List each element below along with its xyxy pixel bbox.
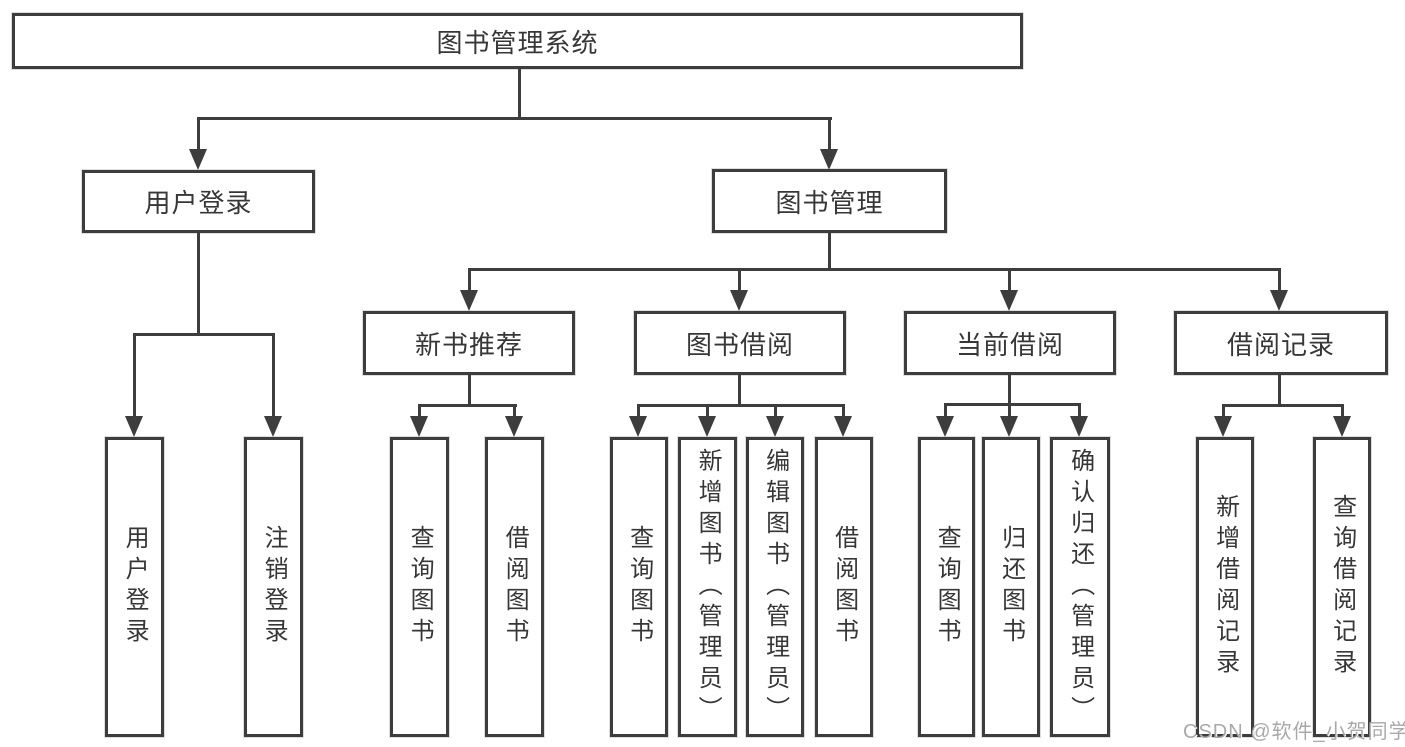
leaf-query-borrow-record: 查询借阅记录 <box>1313 437 1371 737</box>
connector-line <box>197 233 200 335</box>
leaf-label: 查询图书 <box>933 525 961 649</box>
leaf-label: 查询图书 <box>406 525 434 649</box>
connector-line <box>513 404 516 420</box>
arrow-down-icon <box>698 416 716 437</box>
leaf-label: 注销登录 <box>260 525 288 649</box>
arrow-down-icon <box>730 290 748 311</box>
leaf-borrow-books-recommend: 借阅图书 <box>485 437 544 737</box>
leaf-query-books-current: 查询图书 <box>918 437 975 737</box>
node-book-management: 图书管理 <box>712 169 947 233</box>
node-label: 借阅记录 <box>1226 329 1335 360</box>
connector-line <box>1078 403 1081 420</box>
connector-line <box>133 333 275 336</box>
node-user-login: 用户登录 <box>82 170 315 233</box>
connector-line <box>706 404 709 420</box>
leaf-confirm-return-admin: 确认归还（管理员） <box>1050 437 1110 737</box>
connector-line <box>738 375 741 407</box>
arrow-down-icon <box>1270 290 1288 311</box>
leaf-label: 编辑图书（管理员） <box>761 447 789 727</box>
connector-line <box>774 404 777 420</box>
node-current-borrowing: 当前借阅 <box>904 311 1116 375</box>
connector-line <box>1341 404 1344 420</box>
node-label: 图书管理 <box>775 187 884 218</box>
connector-line <box>944 403 1081 406</box>
arrow-down-icon <box>936 416 954 437</box>
connector-line <box>944 403 947 420</box>
connector-line <box>468 268 471 294</box>
arrow-down-icon <box>125 416 143 437</box>
connector-line <box>1278 375 1281 407</box>
node-label: 新书推荐 <box>414 329 523 360</box>
connector-line <box>272 333 275 421</box>
arrow-down-icon <box>460 290 478 311</box>
connector-line <box>1222 404 1344 407</box>
node-label: 图书管理系统 <box>436 27 599 58</box>
leaf-edit-books-admin: 编辑图书（管理员） <box>746 437 804 737</box>
leaf-label: 用户登录 <box>121 525 149 649</box>
connector-line <box>468 268 1281 271</box>
connector-line <box>828 117 831 154</box>
connector-line <box>418 404 421 420</box>
connector-line <box>468 375 471 407</box>
connector-line <box>738 268 741 294</box>
leaf-label: 查询图书 <box>625 525 653 649</box>
connector-line <box>828 233 831 271</box>
leaf-label: 新增借阅记录 <box>1211 494 1239 680</box>
arrow-down-icon <box>410 416 428 437</box>
arrow-down-icon <box>834 416 852 437</box>
leaf-label: 归还图书 <box>997 525 1025 649</box>
arrow-down-icon <box>1333 416 1351 437</box>
arrow-down-icon <box>820 149 838 170</box>
connector-line <box>518 69 521 119</box>
arrow-down-icon <box>1000 416 1018 437</box>
leaf-query-books-borrowing: 查询图书 <box>610 437 668 737</box>
csdn-watermark: CSDN @软件_小贺同学 <box>1183 721 1405 743</box>
leaf-query-books-recommend: 查询图书 <box>390 437 449 737</box>
node-new-book-recommendation: 新书推荐 <box>363 311 575 375</box>
connector-line <box>418 404 517 407</box>
arrow-down-icon <box>1214 416 1232 437</box>
leaf-return-books: 归还图书 <box>982 437 1040 737</box>
node-library-management-system: 图书管理系统 <box>12 13 1023 69</box>
leaf-add-books-admin: 新增图书（管理员） <box>678 437 737 737</box>
connector-line <box>842 404 845 420</box>
leaf-logout-login: 注销登录 <box>244 437 303 737</box>
leaf-add-borrow-record: 新增借阅记录 <box>1196 437 1254 737</box>
connector-line <box>133 333 136 421</box>
leaf-user-login: 用户登录 <box>105 437 164 737</box>
arrow-down-icon <box>766 416 784 437</box>
node-borrowing-records: 借阅记录 <box>1174 311 1388 375</box>
arrow-down-icon <box>505 416 523 437</box>
node-label: 图书借阅 <box>685 329 794 360</box>
node-book-borrowing: 图书借阅 <box>634 311 846 375</box>
connector-line <box>1222 404 1225 420</box>
leaf-label: 确认归还（管理员） <box>1066 447 1094 727</box>
arrow-down-icon <box>629 416 647 437</box>
arrow-down-icon <box>264 416 282 437</box>
connector-line <box>197 117 832 120</box>
connector-line <box>1278 268 1281 294</box>
leaf-label: 借阅图书 <box>501 525 529 649</box>
leaf-label: 借阅图书 <box>830 525 858 649</box>
connector-line <box>637 404 640 420</box>
node-label: 用户登录 <box>144 188 253 218</box>
arrow-down-icon <box>1000 290 1018 311</box>
leaf-label: 新增图书（管理员） <box>694 447 722 727</box>
connector-line <box>1008 375 1011 406</box>
leaf-borrow-books: 借阅图书 <box>815 437 873 737</box>
connector-line <box>197 117 200 154</box>
leaf-label: 查询借阅记录 <box>1328 494 1356 680</box>
node-label: 当前借阅 <box>955 329 1064 360</box>
connector-line <box>637 404 845 407</box>
arrow-down-icon <box>189 149 207 170</box>
connector-line <box>1008 403 1011 420</box>
connector-line <box>1008 268 1011 294</box>
arrow-down-icon <box>1070 416 1088 437</box>
